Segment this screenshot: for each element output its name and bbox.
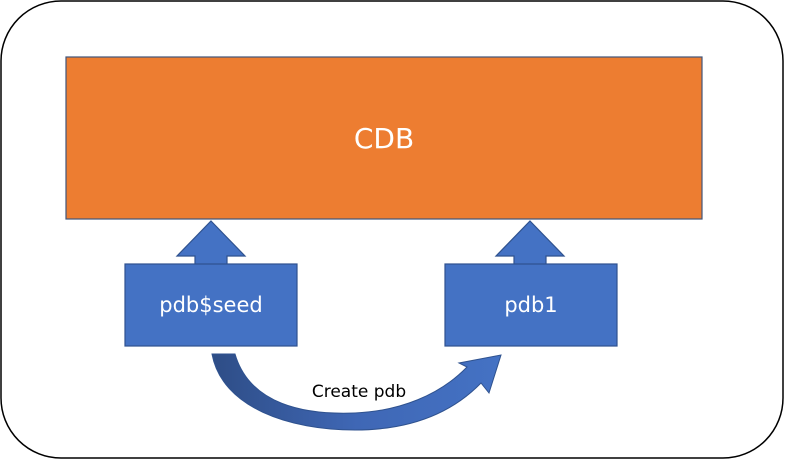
create-curved-arrow	[211, 353, 502, 431]
cdb-label: CDB	[354, 122, 414, 155]
pdb1-box: pdb1	[444, 263, 618, 347]
cdb-box: CDB	[65, 56, 703, 220]
seed-box: pdb$seed	[124, 263, 298, 347]
pdb1-label: pdb1	[504, 293, 557, 317]
create-pdb-label: Create pdb	[312, 382, 406, 402]
seed-label: pdb$seed	[159, 293, 262, 317]
